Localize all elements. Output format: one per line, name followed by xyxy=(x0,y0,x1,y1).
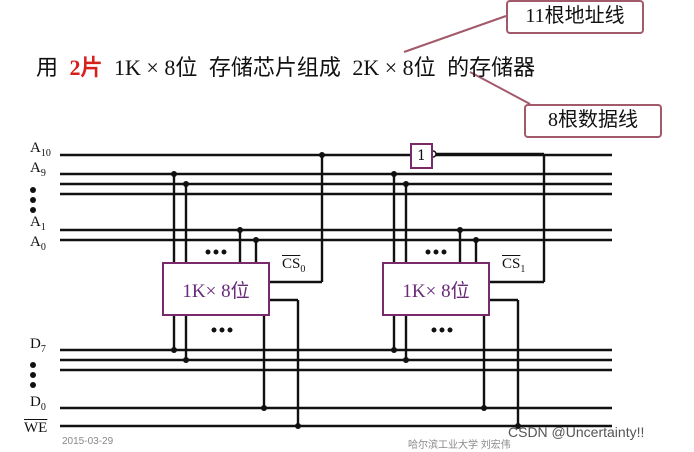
footer-date: 2015-03-29 xyxy=(62,436,114,447)
memory-chip-1: 1K× 8位 xyxy=(382,262,490,316)
inverter-gate: 1 xyxy=(410,143,433,169)
watermark: CSDN @Uncertainty!! xyxy=(508,424,645,440)
memory-chip-0: 1K× 8位 xyxy=(162,262,270,316)
heading-suffix: 的存储器 xyxy=(447,55,536,80)
heading-middle: 存储芯片组成 xyxy=(208,55,341,80)
signal-label-cs1: CS1 xyxy=(502,256,526,275)
address-lines-callout: 11根地址线 xyxy=(506,0,644,34)
signal-label-cs0: CS0 xyxy=(282,256,306,275)
heading-chip-spec: 1K × 8位 xyxy=(114,55,198,80)
heading-prefix: 用 xyxy=(36,55,59,80)
problem-statement: 用 2片 1K × 8位 存储芯片组成 2K × 8位 的存储器 xyxy=(36,50,541,82)
heading-target-spec: 2K × 8位 xyxy=(352,55,436,80)
signal-label-a0: A0 xyxy=(30,234,46,253)
signal-label-a9: A9 xyxy=(30,160,46,179)
signal-label-d7: D7 xyxy=(30,336,46,355)
signal-label-we: WE xyxy=(24,420,48,436)
heading-count: 2片 xyxy=(69,55,103,80)
footer-school: 哈尔滨工业大学 刘宏伟 xyxy=(408,440,511,451)
signal-label-a10: A10 xyxy=(30,140,51,159)
signal-label-a1: A1 xyxy=(30,214,46,233)
data-lines-callout: 8根数据线 xyxy=(524,104,662,138)
signal-label-d0: D0 xyxy=(30,394,46,413)
